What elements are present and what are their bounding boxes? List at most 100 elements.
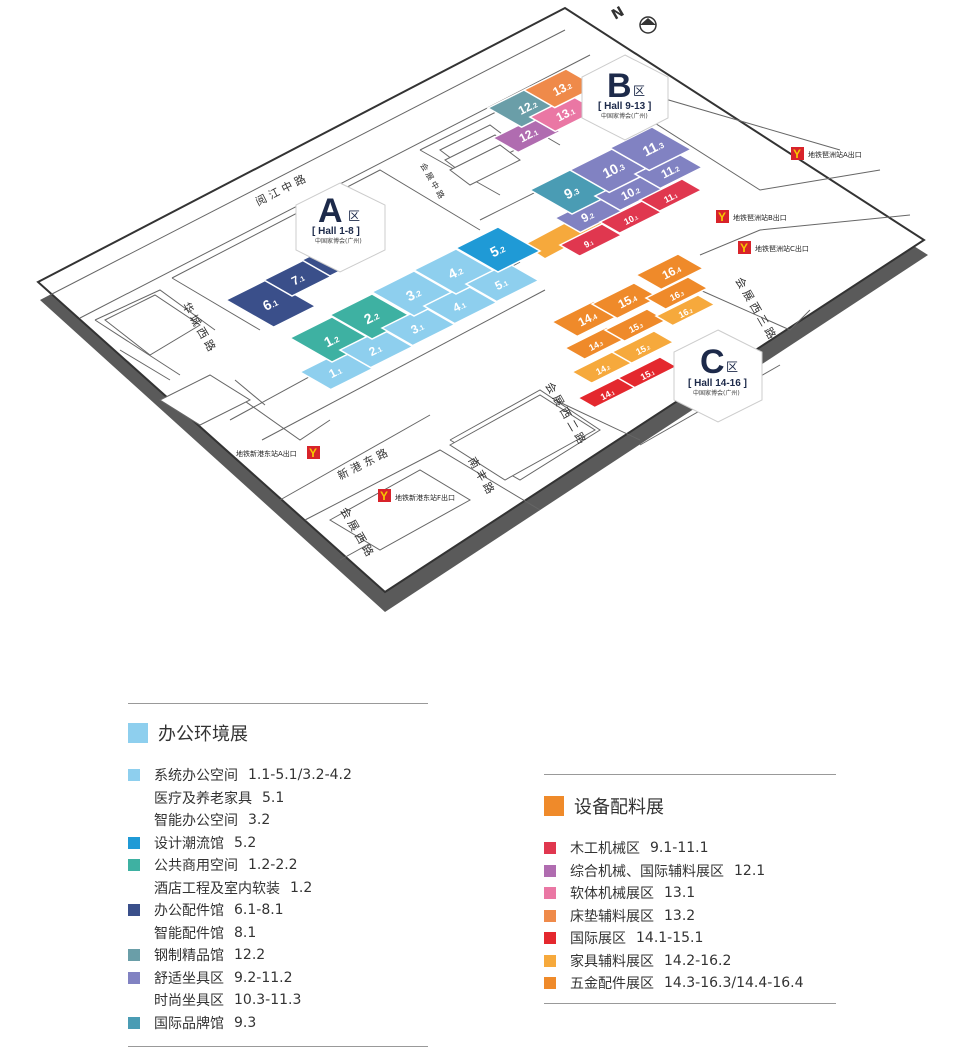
hall-shape[interactable]: [654, 294, 717, 327]
zone-a-qu: 区: [348, 209, 360, 223]
hall-number-sub: .2: [587, 213, 595, 222]
hall-number: 10.2: [619, 182, 643, 203]
legend-hall-range: 9.1-11.1: [650, 840, 709, 857]
hall-number: 14.4: [576, 308, 600, 329]
hall-block[interactable]: 15.2: [610, 330, 676, 365]
zone-badge-c[interactable]: C 区 [ Hall 14-16 ] 中国家博会(广州): [673, 329, 763, 423]
legend-label: 家具辅料展区: [570, 953, 654, 970]
hall-number-sub: .1: [501, 280, 509, 289]
compass-label: N: [609, 4, 627, 24]
hall-number-main: 14: [576, 311, 595, 330]
legend-hall-range: 8.1: [234, 924, 257, 941]
metro-icon: Y: [740, 241, 748, 255]
legend-label: 办公配件馆: [154, 903, 224, 920]
hall-block[interactable]: 16.3: [644, 276, 710, 311]
metro-marker-xingang-f[interactable]: Y 地铁新港东站F出口: [378, 489, 455, 503]
venue-map: 阅 江 中 路 华 城 西 路 新 港 东 路 会 展 西 路 会 展 西 二 …: [36, 4, 928, 612]
legend-color-swatch: [544, 842, 556, 855]
zone-badge-a[interactable]: A 区 [ Hall 1-8 ] 中国家博会(广州): [295, 182, 386, 273]
legend-divider: [544, 1002, 836, 1004]
hall-shape[interactable]: [644, 276, 710, 311]
hall-number-sub: .4: [590, 314, 598, 323]
legend-color-swatch: [544, 932, 556, 945]
zone-c-hall: [ Hall 14-16 ]: [688, 378, 747, 389]
hall-number-main: 9: [582, 239, 591, 250]
hall-shape[interactable]: [224, 278, 318, 329]
metro-marker-pazhou-c[interactable]: Y 地铁琶洲站C出口: [738, 241, 809, 255]
hall-number-sub: .3: [679, 291, 686, 298]
hall-number-main: 12: [516, 99, 535, 118]
legend-color-swatch: [128, 814, 140, 826]
legend-color-swatch: [128, 1016, 140, 1029]
hall-number-main: 11: [640, 138, 661, 159]
legend-label: 酒店工程及室内软装: [154, 880, 280, 897]
legend-label: 五金配件展区: [570, 976, 654, 993]
metro-icon: Y: [380, 489, 388, 503]
hall-block[interactable]: 16.4: [634, 253, 705, 291]
hall-block[interactable]: 16.2: [654, 294, 717, 327]
hall-number: 16.4: [660, 261, 684, 282]
hall-number-sub: .1: [375, 346, 383, 355]
hall-block[interactable]: 6.1: [224, 278, 318, 329]
metro-marker-pazhou-b[interactable]: Y 地铁琶洲站B出口: [716, 210, 787, 224]
legend-hall-range: 9.2-11.2: [234, 969, 293, 986]
hall-number-sub: .1: [459, 302, 467, 311]
hall-number-main: 15: [634, 344, 647, 357]
hall-number-sub: .1: [298, 275, 306, 284]
hall-number-sub: .4: [674, 267, 682, 276]
hall-number: 14.3: [587, 338, 604, 353]
hall-number: 11.1: [662, 190, 679, 205]
hall-number-main: 14: [599, 389, 612, 402]
hall-number: 14.1: [599, 387, 616, 402]
hall-number-sub: .3: [598, 341, 605, 348]
hall-number-sub: .1: [568, 109, 576, 118]
legend-label: 综合机械、国际辅料展区: [570, 863, 724, 880]
metro-label-xingang-a: 地铁新港东站A出口: [236, 449, 297, 458]
hall-number: 16.2: [677, 305, 694, 320]
legend-color-swatch: [128, 792, 140, 804]
hall-number-main: 15: [639, 369, 652, 382]
hall-block[interactable]: 5.2: [454, 226, 542, 273]
legend-label: 国际品牌馆: [154, 1015, 224, 1032]
zone-b-qu: 区: [633, 84, 645, 98]
legend-label: 木工机械区: [570, 841, 640, 858]
metro-marker-xingang-a[interactable]: Y 地铁新港东站A出口: [236, 446, 320, 460]
hall-number-sub: .2: [413, 289, 424, 300]
hall-number: 15.1: [639, 367, 656, 382]
hall-block[interactable]: 9.1: [558, 223, 624, 258]
legend-label: 设计潮流馆: [154, 835, 224, 852]
hall-block[interactable]: 3.1: [380, 306, 457, 347]
legend-hall-range: 9.3: [234, 1014, 257, 1031]
zone-badge-b[interactable]: B 区 [ Hall 9-13 ] 中国家博会(广州): [581, 54, 669, 141]
legend-hall-range: 1.1-5.1/3.2-4.2: [248, 767, 352, 784]
legend-color-swatch: [128, 904, 140, 917]
hall-number-main: 14: [587, 340, 600, 353]
hall-shape[interactable]: [634, 253, 705, 291]
hall-shape[interactable]: [610, 330, 676, 365]
hall-number-main: 16: [677, 307, 690, 320]
legend-hall-range: 14.3-16.3/14.4-16.4: [664, 975, 804, 992]
legend-color-swatch: [544, 909, 556, 922]
hall-shape[interactable]: [454, 226, 542, 273]
legend-label: 智能办公空间: [154, 813, 238, 830]
metro-marker-pazhou-a[interactable]: Y 地铁琶洲站A出口: [791, 147, 862, 161]
hall-block[interactable]: 11.2: [633, 152, 704, 190]
hall-block[interactable]: 11.1: [638, 178, 704, 213]
hall-block[interactable]: 15.3: [603, 308, 669, 343]
legend-color-swatch: [128, 949, 140, 962]
hall-shape[interactable]: [638, 178, 704, 213]
hall-shape[interactable]: [598, 200, 664, 235]
hall-block[interactable]: 15.4: [590, 282, 661, 320]
hall-shape[interactable]: [558, 223, 624, 258]
hall-block[interactable]: 10.1: [598, 200, 664, 235]
